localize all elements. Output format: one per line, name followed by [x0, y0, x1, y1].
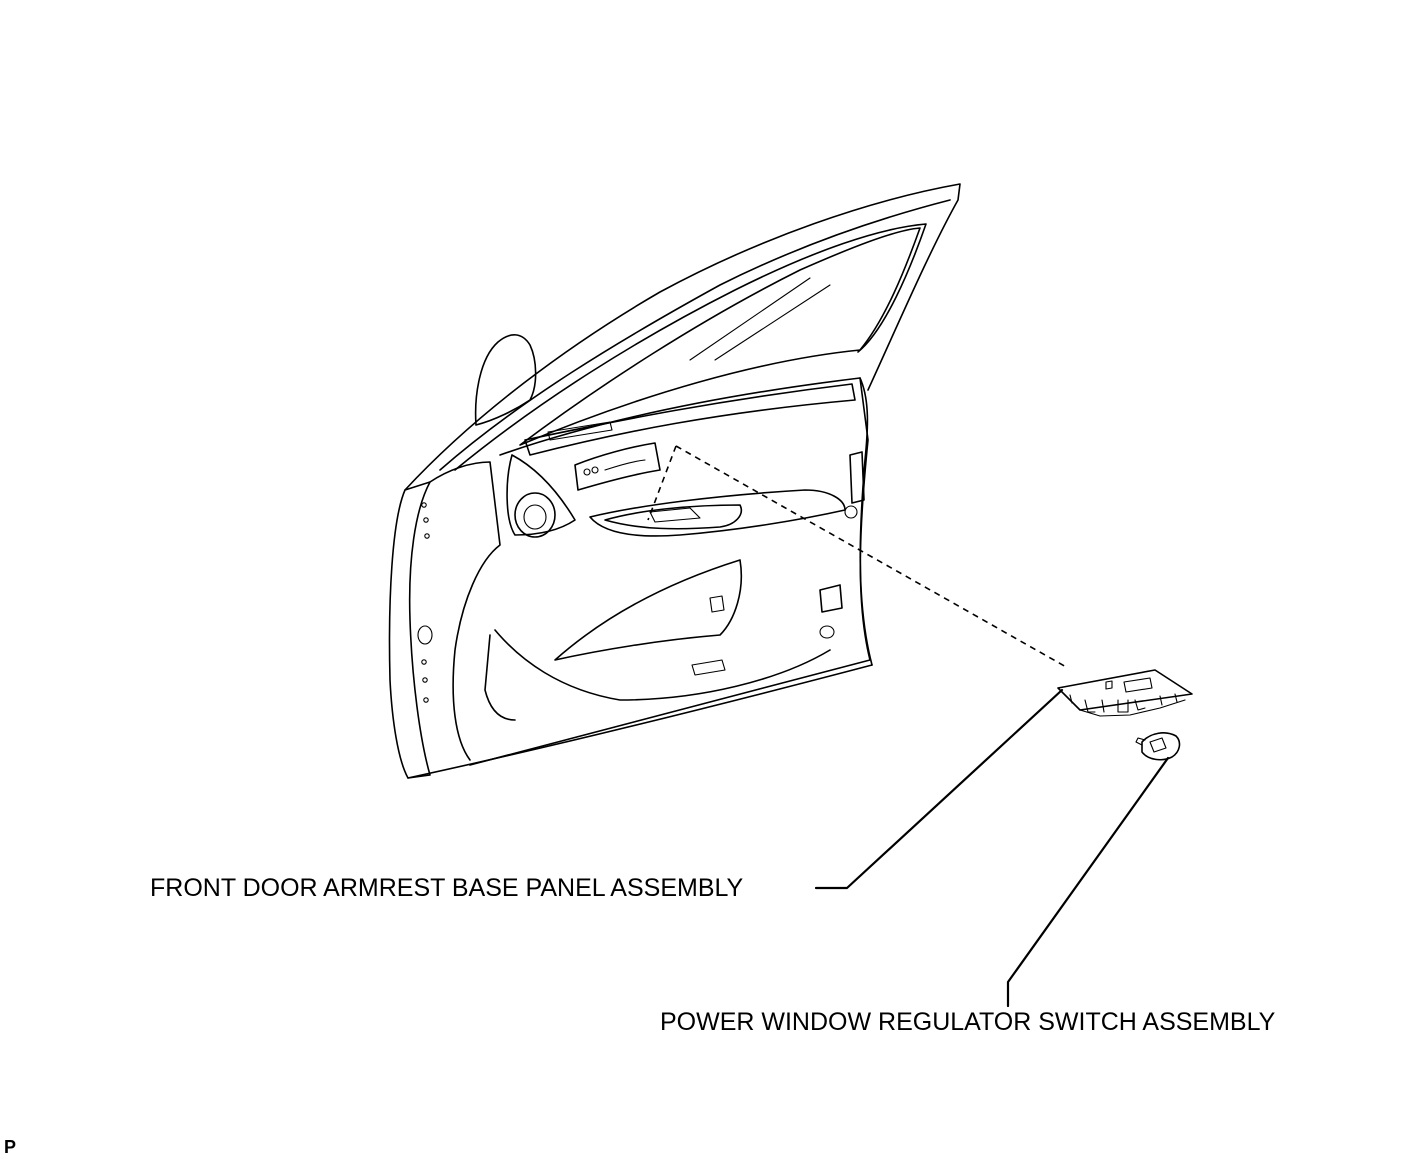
front-door-illustration [388, 183, 961, 779]
pillar-hole-6 [423, 697, 429, 703]
installation-dashed-line-2 [647, 445, 677, 521]
lower-panel-inner-edge [484, 634, 516, 721]
inside-door-handle-lever [604, 459, 646, 471]
glass-reflection-2 [714, 284, 831, 361]
switch-body [1141, 732, 1181, 761]
door-pillar-inner [429, 461, 501, 761]
leader-line-armrest-base-panel [814, 688, 1064, 890]
power-window-switch-part [1135, 732, 1181, 761]
leader-line-power-window-switch [1006, 756, 1170, 1008]
switch-connector [1149, 737, 1167, 753]
door-kick-pad-clip [691, 659, 726, 676]
lock-button-2 [591, 466, 599, 474]
pillar-hole-2 [423, 517, 429, 523]
door-bottom-edge [407, 664, 873, 779]
door-window-frame-inner [439, 199, 951, 471]
armrest-switch-recess [604, 504, 742, 530]
pillar-hole-3 [424, 533, 430, 539]
tweeter-speaker-inner [523, 504, 547, 530]
armrest-base-panel-part [1057, 669, 1193, 717]
switch-tab [1135, 737, 1146, 746]
armrest-base-panel-underside [1079, 699, 1186, 717]
mirror-triangle-trim [506, 454, 576, 536]
door-window-glass [519, 227, 921, 446]
label-power-window-regulator-switch-assembly: POWER WINDOW REGULATOR SWITCH ASSEMBLY [660, 1008, 1276, 1036]
side-mirror [474, 334, 537, 426]
door-hinge-pillar [388, 481, 431, 779]
tweeter-speaker-outer [514, 492, 556, 538]
pillar-hole-4 [421, 659, 427, 665]
door-latch-area [849, 451, 865, 504]
armrest-base-panel-outline [1057, 669, 1193, 711]
lower-door-pocket [554, 559, 743, 661]
pocket-grip [709, 595, 725, 613]
rear-drain-hole [819, 625, 835, 639]
page-code: P [4, 1137, 17, 1157]
armrest-base-panel-slot-2 [1123, 677, 1153, 693]
door-window-frame-inner-2 [454, 223, 927, 471]
door-striker-bolt [844, 505, 858, 519]
armrest-base-panel-slot-1 [1105, 680, 1113, 690]
installation-dashed-line-1 [675, 445, 1069, 669]
label-front-door-armrest-base-panel-assembly: FRONT DOOR ARMREST BASE PANEL ASSEMBLY [150, 874, 744, 902]
pillar-grommet [417, 625, 433, 645]
door-trim-panel-outline [469, 377, 871, 766]
inside-door-handle-bezel [574, 442, 661, 491]
pillar-hole-5 [422, 677, 428, 683]
door-window-frame-outer [404, 183, 961, 491]
glass-reflection-1 [689, 277, 811, 361]
lower-panel-curve [494, 629, 831, 701]
upper-trim-garnish [524, 383, 856, 456]
armrest-switch-detail [649, 507, 701, 523]
lock-button-1 [583, 468, 591, 476]
armrest [589, 489, 846, 537]
pillar-hole-1 [421, 502, 427, 508]
rear-lower-reflector [819, 584, 843, 613]
garnish-slot [547, 421, 613, 441]
